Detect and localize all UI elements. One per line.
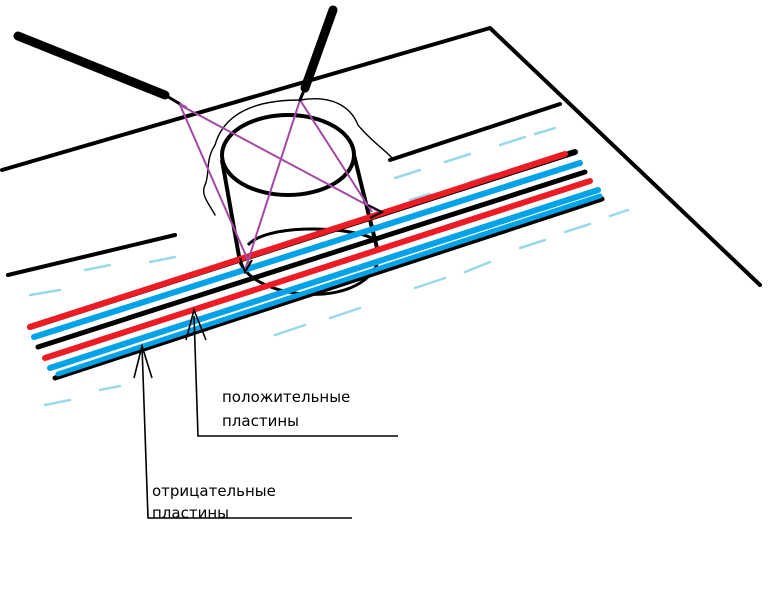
arrow-negative	[133, 343, 153, 379]
probe-beams	[179, 99, 381, 271]
arrowhead-left	[239, 257, 253, 275]
positive-plate	[27, 151, 568, 330]
negative-plate	[55, 193, 603, 377]
positive-plate	[42, 178, 593, 361]
leader-negative	[141, 345, 352, 519]
battery-casing	[0, 26, 762, 287]
hole-rough-edge	[203, 98, 393, 216]
probe-left-body	[13, 31, 170, 100]
casing-right-ledge	[388, 102, 562, 162]
probe-right-body	[300, 5, 338, 93]
beam-left-reflect	[179, 104, 251, 266]
probe-right-tip	[298, 86, 307, 102]
negative-plates-label-line1: отрицательные	[152, 482, 276, 500]
probe-needle-icon	[298, 5, 338, 102]
probe-left-tip	[163, 93, 182, 106]
positive-plates-label-line2: пластины	[222, 412, 299, 430]
leader-positive	[193, 315, 398, 437]
cylinder-left-wall	[220, 159, 242, 263]
beam-arrowheads	[239, 204, 385, 275]
probe-needle-icon	[13, 31, 187, 108]
casing-inner-ledge	[6, 233, 177, 277]
arrow-positive	[185, 307, 207, 341]
beam-left-probe	[179, 104, 381, 213]
positive-plates-label-line1: положительные	[222, 388, 351, 406]
probe-left-point	[179, 103, 187, 108]
beam-right-probe	[244, 99, 301, 271]
casing-top-edge	[0, 26, 762, 287]
beam-right-reflect	[299, 99, 373, 213]
arrowhead-right	[367, 204, 385, 219]
negative-plates-label-line2: пластины	[152, 504, 229, 522]
negative-plate	[31, 160, 583, 340]
separator	[35, 169, 588, 350]
label-leaders	[133, 307, 398, 519]
negative-plate	[47, 187, 601, 371]
separator	[52, 196, 605, 381]
plate-stack	[27, 149, 605, 381]
